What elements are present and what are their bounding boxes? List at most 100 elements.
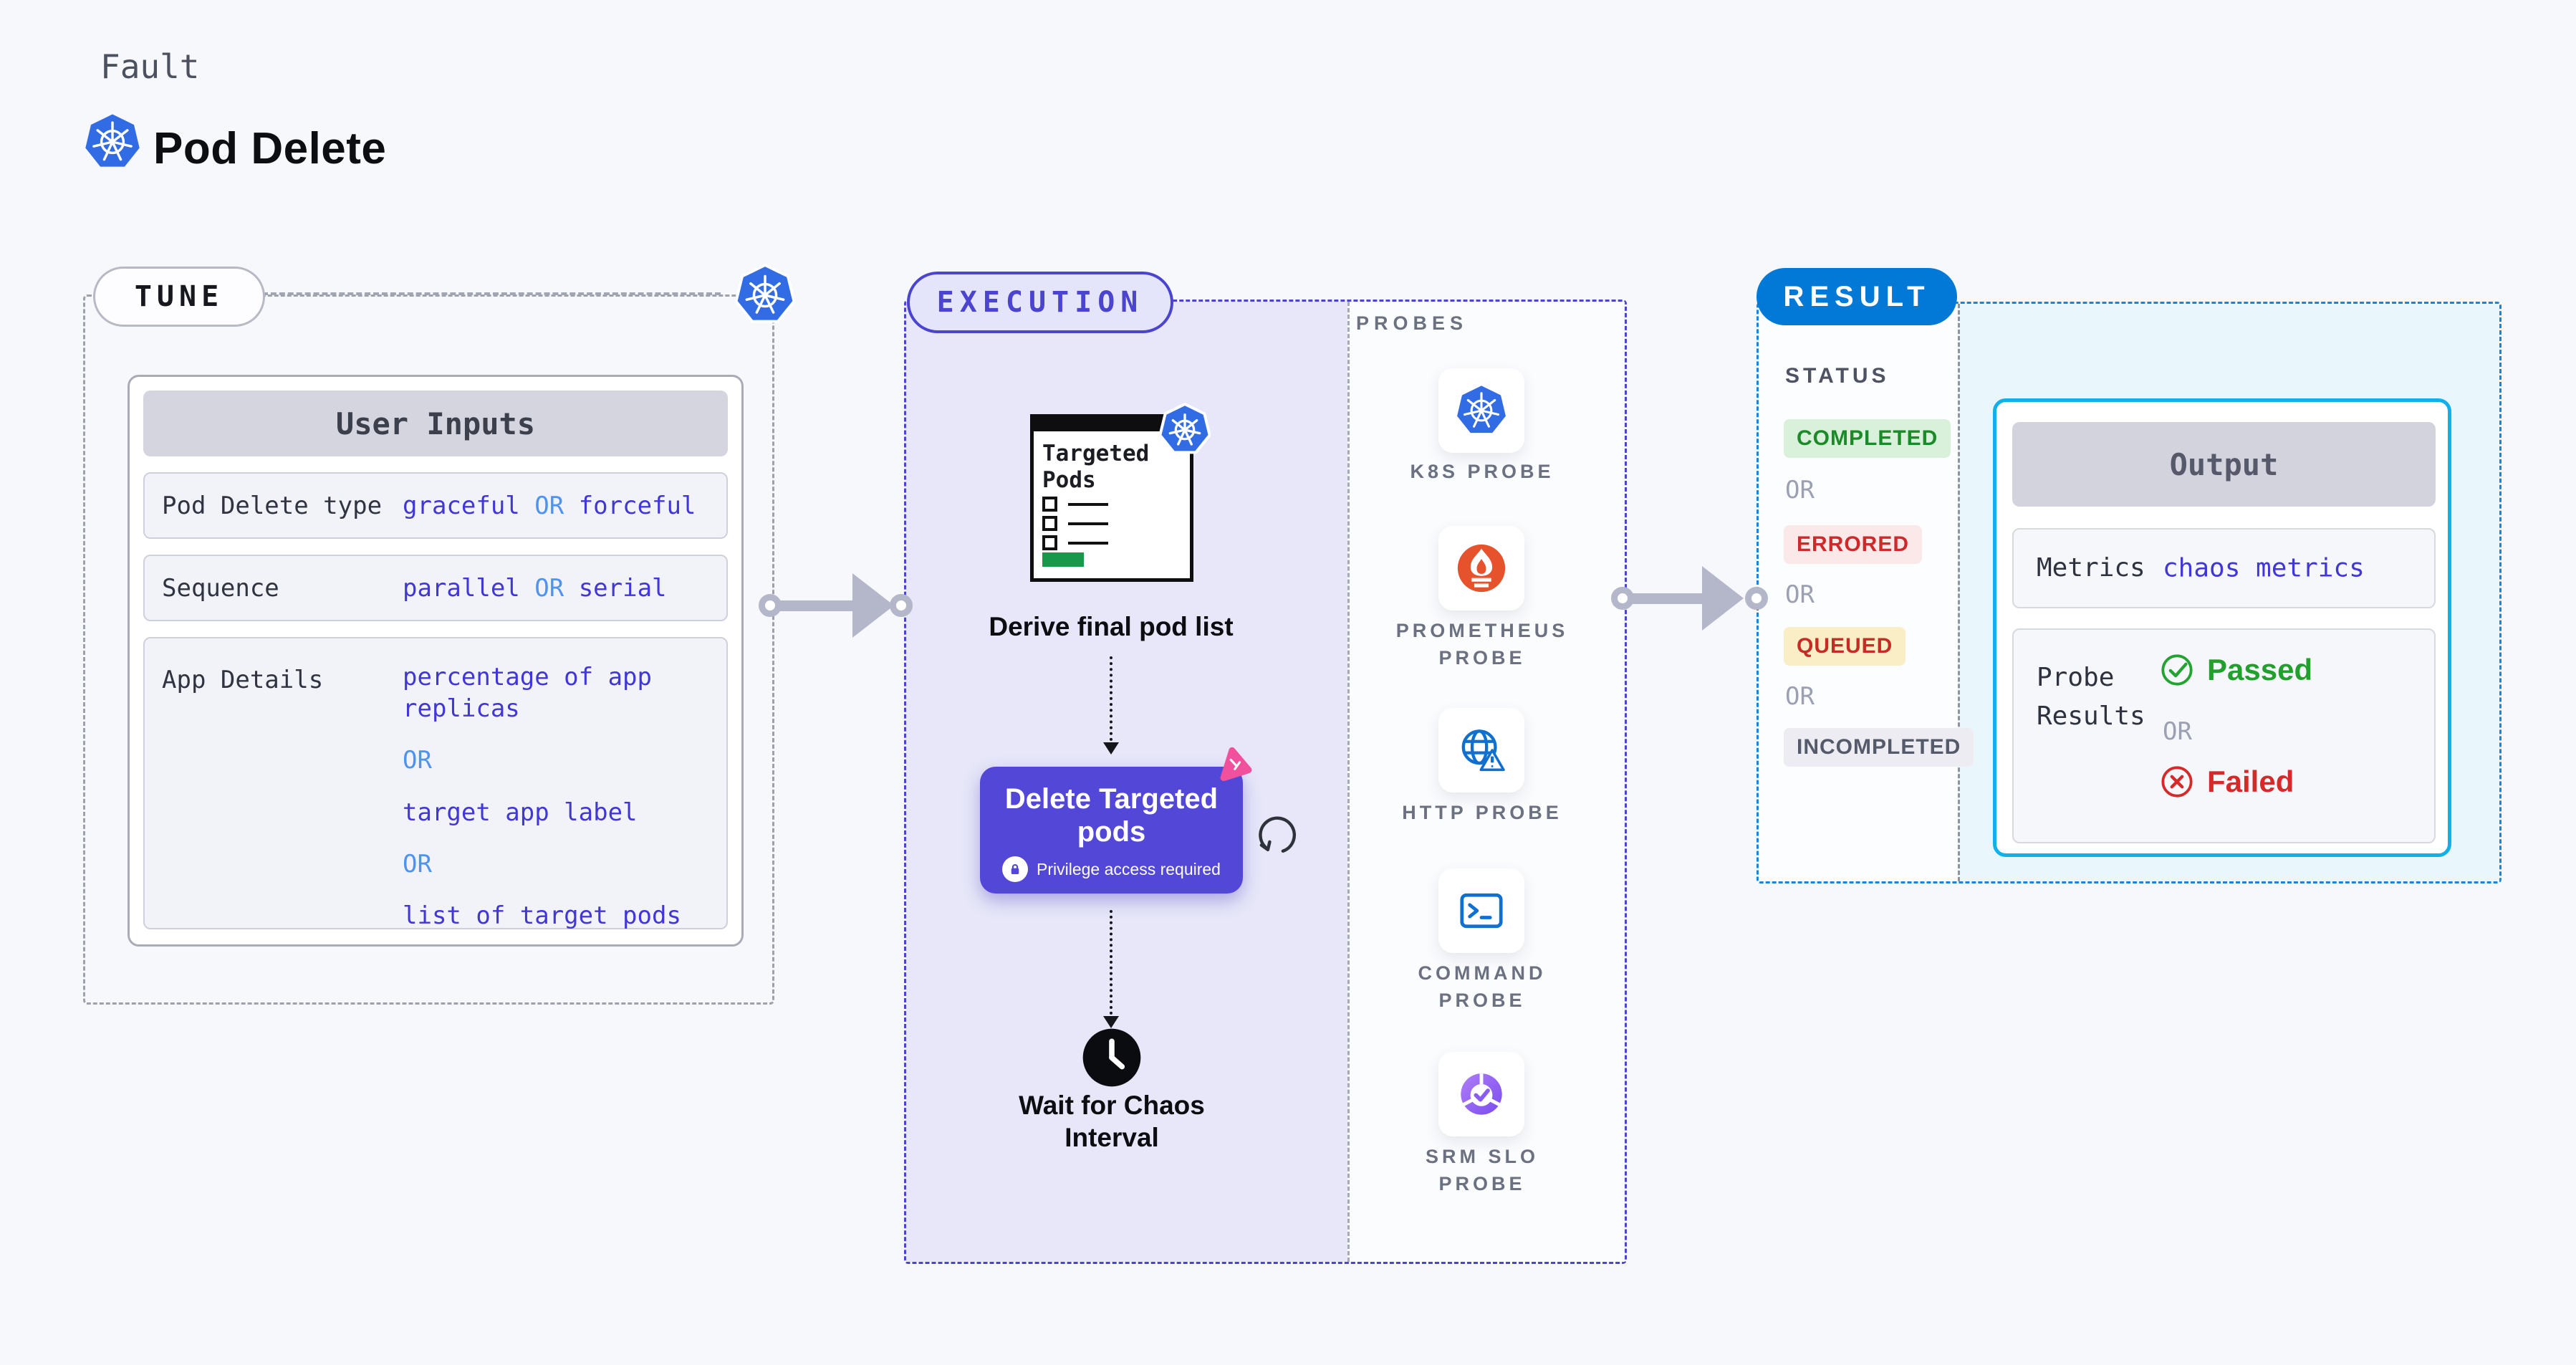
- dotted-connector: [1110, 656, 1112, 741]
- execution-section-pill: EXECUTION: [907, 272, 1173, 333]
- status-badge-incompleted: INCOMPLETED: [1784, 728, 1974, 767]
- command-probe-label: COMMAND PROBE: [1418, 962, 1547, 1011]
- row-label: App Details: [162, 666, 324, 694]
- clock-icon: [1082, 1028, 1141, 1087]
- retry-loop-icon: [1259, 816, 1296, 853]
- result-section-label: RESULT: [1783, 280, 1931, 312]
- tune-kubernetes-corner-icon: [735, 264, 795, 323]
- user-inputs-title: User Inputs: [335, 406, 536, 441]
- passed-line: Passed: [2160, 653, 2312, 687]
- srm-slo-probe-card: [1438, 1052, 1524, 1136]
- delete-node-title: Delete Targeted pods: [1004, 783, 1219, 848]
- failed-label: Failed: [2207, 765, 2294, 798]
- tune-row-pod-delete-type: Pod Delete type graceful OR forceful: [143, 472, 728, 539]
- probes-column-title: PROBES: [1356, 312, 1469, 334]
- prometheus-probe-card: [1438, 526, 1524, 610]
- connector-dot: [890, 594, 913, 617]
- check-line: [1068, 542, 1108, 545]
- result-section-pill: RESULT: [1756, 268, 1957, 325]
- connector-dot: [759, 594, 782, 617]
- output-card: Output Metrics chaos metrics Probe Resul…: [1993, 398, 2451, 857]
- derive-final-pod-list-label: Derive final pod list: [989, 612, 1234, 641]
- connector-dot: [1611, 587, 1634, 610]
- k8s-probe-label: K8S PROBE: [1410, 461, 1554, 482]
- row-value: percentage of app replicas OR target app…: [403, 661, 718, 931]
- arrow-head: [1702, 566, 1744, 631]
- prometheus-probe-label: PROMETHEUS PROBE: [1395, 620, 1569, 669]
- tune-to-execution-arrow: [778, 600, 858, 611]
- or-separator: OR: [1785, 580, 1815, 609]
- terminal-icon: [1460, 893, 1503, 929]
- value-option: forceful: [578, 491, 696, 520]
- tune-row-app-details: App Details percentage of app replicas O…: [143, 637, 728, 931]
- http-probe-label: HTTP PROBE: [1402, 802, 1562, 823]
- or-separator: OR: [403, 849, 432, 878]
- fault-eyebrow: Fault: [100, 47, 200, 86]
- slo-donut-check-icon: [1461, 1073, 1502, 1115]
- status-title: STATUS: [1785, 364, 1890, 388]
- http-probe-card: [1438, 708, 1524, 792]
- connector-dot: [1745, 587, 1768, 610]
- srm-slo-probe-label: SRM SLO PROBE: [1425, 1146, 1539, 1194]
- probe-results-label: Probe Results: [2037, 663, 2145, 731]
- value-option: parallel: [403, 573, 520, 603]
- targeted-pods-title: Targeted Pods: [1042, 441, 1150, 493]
- value-option: target app label: [403, 798, 638, 827]
- green-button-bar: [1042, 552, 1084, 567]
- or-separator: OR: [403, 746, 432, 775]
- wait-for-chaos-interval-label: Wait for Chaos Interval: [1019, 1091, 1205, 1153]
- execution-section-label: EXECUTION: [936, 286, 1144, 319]
- tune-section-box: [83, 294, 774, 1005]
- dotted-arrow-head: [1103, 742, 1119, 755]
- status-badge-queued: QUEUED: [1784, 627, 1906, 666]
- dotted-arrow-head: [1103, 1016, 1119, 1028]
- or-separator: OR: [1785, 682, 1815, 711]
- failed-line: Failed: [2160, 765, 2294, 799]
- metrics-label: Metrics: [2037, 553, 2145, 583]
- or-separator: OR: [534, 573, 564, 603]
- kubernetes-logo-icon: [85, 114, 140, 167]
- output-header: Output: [2012, 422, 2436, 507]
- tune-section-label: TUNE: [134, 280, 224, 313]
- metrics-value: chaos metrics: [2163, 553, 2365, 583]
- passed-label: Passed: [2207, 653, 2313, 686]
- value-option: percentage of app replicas: [403, 663, 652, 724]
- execution-to-result-arrow: [1630, 593, 1708, 604]
- command-probe-card: [1438, 868, 1524, 953]
- row-label: Pod Delete type: [162, 491, 383, 520]
- status-column: [1759, 304, 1958, 881]
- value-option: list of target pods: [403, 901, 681, 930]
- k8s-probe-card: [1438, 368, 1524, 453]
- passed-check-icon: [2161, 654, 2193, 686]
- user-inputs-header: User Inputs: [143, 391, 728, 456]
- tune-section-pill: TUNE: [93, 267, 265, 327]
- dotted-connector: [1110, 910, 1112, 1015]
- probe-results-row: Probe Results Passed OR Failed: [2012, 628, 2436, 843]
- output-title: Output: [2169, 446, 2279, 482]
- privilege-label: Privilege access required: [1037, 859, 1221, 878]
- globe-alert-icon: [1461, 729, 1505, 772]
- chaos-scissors-icon: [1220, 747, 1252, 782]
- value-option: serial: [578, 573, 667, 603]
- checkbox-icon: [1042, 516, 1057, 531]
- kubernetes-icon: [1457, 385, 1506, 434]
- status-badge-errored: ERRORED: [1784, 525, 1923, 564]
- check-line: [1068, 503, 1108, 506]
- failed-x-icon: [2161, 766, 2193, 798]
- value-option: graceful: [403, 491, 520, 520]
- row-label: Sequence: [162, 573, 279, 603]
- or-separator: OR: [2163, 717, 2192, 746]
- lock-icon: [1002, 856, 1029, 882]
- privilege-row: Privilege access required: [980, 856, 1243, 882]
- arrow-head: [852, 573, 894, 638]
- row-value: graceful OR forceful: [403, 492, 696, 520]
- delete-targeted-pods-node: Delete Targeted pods Privilege access re…: [980, 767, 1243, 894]
- kubernetes-badge-icon: [1159, 403, 1211, 454]
- checkbox-icon: [1042, 535, 1057, 550]
- status-badge-completed: COMPLETED: [1784, 419, 1951, 458]
- check-line: [1068, 522, 1108, 525]
- page-title: Pod Delete: [153, 124, 387, 173]
- tune-dashed-connector: [262, 292, 721, 295]
- tune-row-sequence: Sequence parallel OR serial: [143, 555, 728, 621]
- or-separator: OR: [534, 491, 564, 520]
